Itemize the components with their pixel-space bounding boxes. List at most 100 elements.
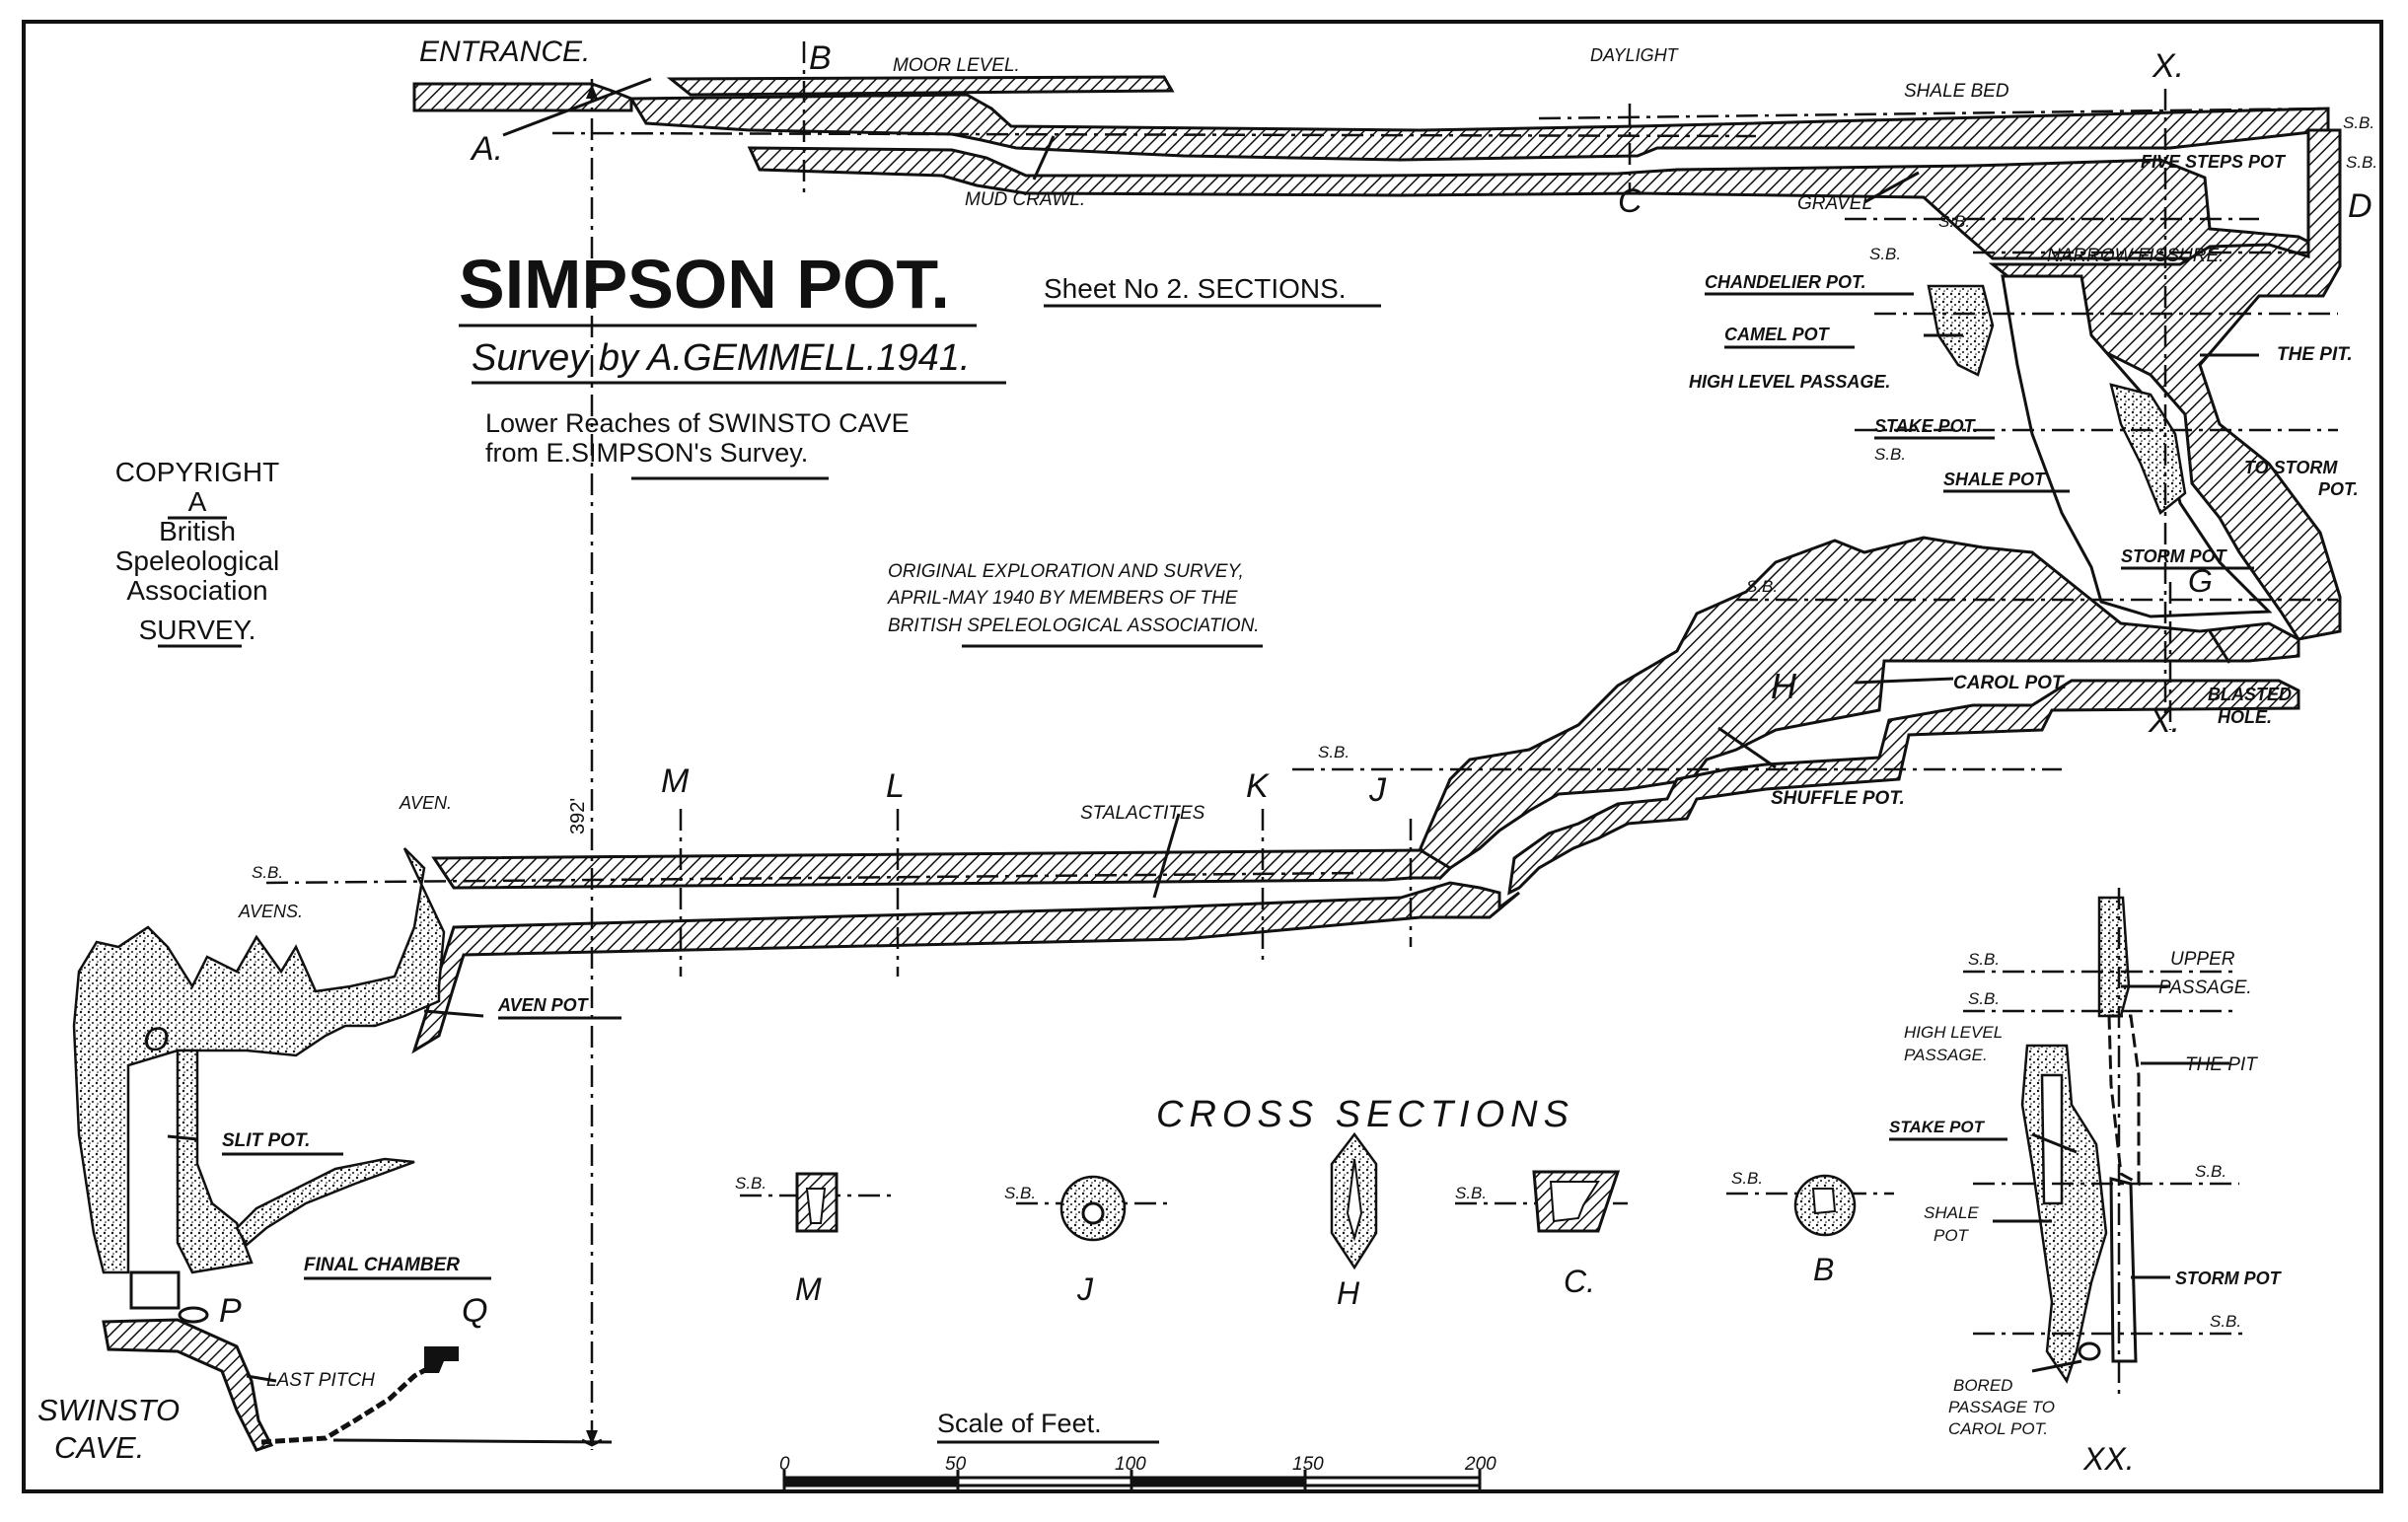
exploration-line-2: APRIL-MAY 1940 BY MEMBERS OF THE [887, 588, 1238, 609]
letter-a: A. [470, 130, 503, 168]
last-pitch-ladder [260, 1363, 434, 1445]
xx-shale-pot-2: POT [1934, 1226, 1970, 1245]
label-to-storm-pot-1: TO STORM [2244, 458, 2338, 477]
label-aven: AVEN. [399, 793, 452, 813]
label-blasted-hole-2: HOLE. [2218, 707, 2272, 727]
letter-j: J [1368, 771, 1387, 809]
xx-the-pit: THE PIT [2185, 1054, 2258, 1075]
lower-reaches-line-1: Lower Reaches of SWINSTO CAVE [485, 408, 910, 438]
xx-storm-pot: STORM POT [2175, 1268, 2283, 1288]
letter-k: K [1246, 767, 1270, 805]
label-mud-crawl: MUD CRAWL. [965, 189, 1085, 210]
letter-p: P [219, 1292, 242, 1330]
sb-label: S.B. [1968, 950, 2000, 969]
label-to-storm-pot-2: POT. [2318, 479, 2359, 499]
sb-label: S.B. [1746, 577, 1778, 596]
label-swinsto-cave-2: CAVE. [54, 1430, 144, 1465]
stair-rock-lower [1507, 679, 2300, 896]
letter-d: D [2348, 187, 2372, 225]
last-pitch-floor [102, 1318, 274, 1452]
label-stake-pot: STAKE POT. [1874, 416, 1978, 436]
entrance-rock [412, 82, 633, 112]
xx-section [1963, 888, 2249, 1401]
xx-bored-3: CAROL POT. [1948, 1419, 2048, 1438]
label-last-pitch: LAST PITCH [266, 1370, 375, 1391]
sb-label: S.B. [1004, 1184, 1036, 1202]
label-the-pit: THE PIT. [2277, 344, 2353, 365]
letter-h: H [1771, 666, 1797, 706]
xx-pit [2107, 1014, 2141, 1187]
q-block [424, 1346, 459, 1373]
xx-bored-1: BORED [1953, 1376, 2012, 1395]
slit-pot-wall [176, 1049, 254, 1274]
sb-label: S.B. [1455, 1184, 1487, 1202]
label-blasted-hole-1: BLASTED [2208, 685, 2292, 704]
letter-q: Q [462, 1292, 487, 1330]
copyright-line-3: British [159, 516, 236, 546]
letter-m: M [661, 762, 690, 800]
label-stalactites: STALACTITES [1080, 803, 1205, 824]
xs-label-c: C. [1564, 1264, 1595, 1299]
chandelier-stipple [1927, 284, 1995, 377]
letter-l: L [886, 767, 905, 805]
label-storm-pot: STORM POT [2121, 546, 2228, 566]
scale-tick-0: 0 [779, 1454, 790, 1475]
p-pool [178, 1306, 209, 1324]
xx-stake-pot: STAKE POT [1889, 1118, 1986, 1136]
sb-label: S.B. [2210, 1312, 2241, 1331]
sb-label: S.B. [2195, 1162, 2226, 1181]
label-moor-level: MOOR LEVEL. [893, 55, 1020, 76]
label-depth: 392' [567, 798, 589, 834]
sb-label: S.B. [735, 1174, 766, 1193]
label-narrow-fissure: NARROW FISSURE. [2047, 246, 2224, 266]
label-gravel: GRAVEL [1797, 193, 1872, 214]
label-carol-pot: CAROL POT. [1953, 673, 2067, 693]
sb-label: S.B. [2346, 153, 2377, 172]
label-chandelier-pot: CHANDELIER POT. [1705, 272, 1866, 292]
p-box [129, 1270, 181, 1310]
copyright-line-1: COPYRIGHT [115, 457, 279, 487]
sb-label: S.B. [1874, 445, 1906, 464]
lower-reaches-line-2: from E.SIMPSON's Survey. [485, 438, 808, 468]
label-five-steps-pot: FIVE STEPS POT [2141, 152, 2287, 172]
sb-label: S.B. [1938, 212, 1970, 231]
scale-tick-100: 100 [1115, 1454, 1146, 1475]
xx-high-level-1: HIGH LEVEL [1904, 1023, 2003, 1042]
label-avens: AVENS. [238, 902, 303, 921]
page-title: SIMPSON POT. [459, 246, 950, 323]
stair-rock-upper [1419, 536, 2300, 881]
xx-upper-passage-2: PASSAGE. [2158, 978, 2252, 998]
scale-title: Scale of Feet. [937, 1409, 1102, 1438]
xx-bored-2: PASSAGE TO [1948, 1398, 2055, 1416]
xs-label-b: B [1813, 1252, 1834, 1287]
scale-bar [782, 1470, 1482, 1491]
label-camel-pot: CAMEL POT [1724, 325, 1831, 344]
leader-lines [167, 77, 2259, 1383]
xx-upper [2097, 896, 2131, 1018]
xs-label-h: H [1337, 1275, 1360, 1311]
moor-surface [666, 75, 1175, 97]
scale-tick-50: 50 [945, 1454, 967, 1475]
letter-x-top: X. [2152, 47, 2184, 85]
aven-complex-stipple [72, 847, 446, 1274]
letter-c: C [1618, 182, 1642, 220]
xx-shale-pot-1: SHALE [1924, 1203, 1979, 1222]
copyright-line-5: Association [126, 575, 267, 606]
cross-section-shapes [740, 1131, 1894, 1270]
label-shuffle-pot: SHUFFLE POT. [1771, 788, 1905, 809]
label-slit-pot: SLIT POT. [222, 1130, 310, 1151]
label-high-level-passage: HIGH LEVEL PASSAGE. [1689, 372, 1890, 392]
scale-tick-150: 150 [1292, 1454, 1324, 1475]
cross-sections-heading: CROSS SECTIONS [1156, 1094, 1574, 1135]
final-chamber-roof [235, 1157, 415, 1247]
sb-label: S.B. [2343, 113, 2374, 132]
xx-high-level-2: PASSAGE. [1904, 1046, 1988, 1064]
longitudinal-section [72, 41, 2342, 1452]
xx-label: XX. [2082, 1441, 2135, 1477]
letter-o: O [143, 1021, 169, 1058]
copyright-line-2: A [188, 486, 207, 517]
label-aven-pot: AVEN POT [497, 995, 590, 1015]
scale-tick-200: 200 [1464, 1454, 1496, 1475]
letter-g: G [2188, 563, 2213, 599]
